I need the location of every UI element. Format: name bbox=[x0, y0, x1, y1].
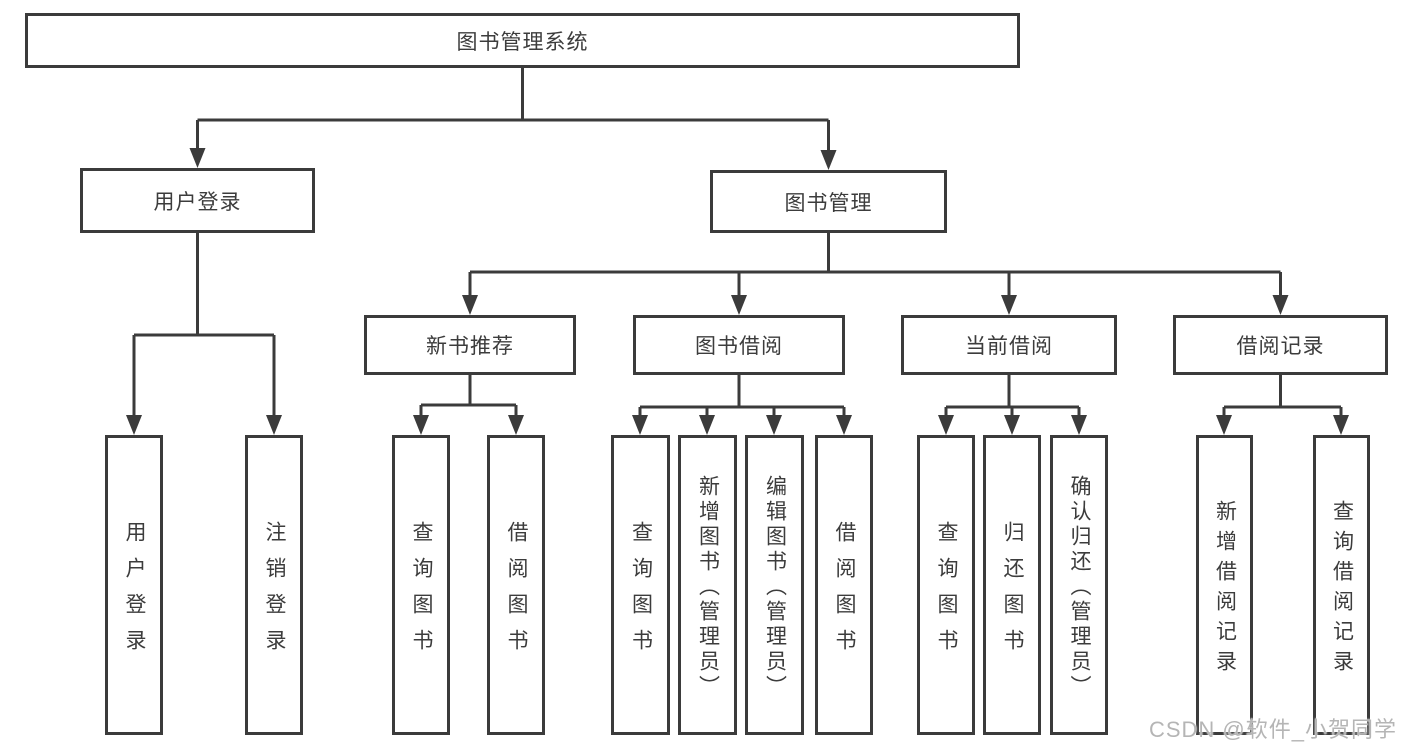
leaf-add-books-admin: 新增图书（管理员） bbox=[678, 435, 737, 735]
connector-borrow-to-leaves bbox=[632, 375, 852, 435]
csdn-watermark: CSDN @软件_小贺同学 bbox=[1148, 717, 1397, 742]
connector-userlogin-to-leaves bbox=[126, 233, 282, 435]
connector-newbook-to-leaves bbox=[413, 375, 524, 435]
leaf-logout-label: 注销登录 bbox=[263, 520, 286, 665]
leaf-confirm-return-admin-label: 确认归还（管理员） bbox=[1068, 474, 1091, 700]
leaf-add-borrow-record-label: 新增借阅记录 bbox=[1213, 499, 1237, 680]
node-book-management-label: 图书管理 bbox=[784, 191, 873, 215]
leaf-newbook-borrow-books: 借阅图书 bbox=[487, 435, 545, 735]
connector-root-to-level2 bbox=[189, 68, 837, 170]
leaf-add-books-admin-label: 新增图书（管理员） bbox=[696, 474, 720, 700]
leaf-add-borrow-record: 新增借阅记录 bbox=[1196, 435, 1253, 735]
node-borrowing-records: 借阅记录 bbox=[1173, 315, 1388, 375]
node-root: 图书管理系统 bbox=[25, 13, 1020, 68]
leaf-current-query-books-label: 查询图书 bbox=[935, 520, 958, 665]
connector-bookmgmt-to-level3 bbox=[462, 233, 1289, 315]
node-book-borrowing-label: 图书借阅 bbox=[695, 335, 783, 358]
node-root-label: 图书管理系统 bbox=[456, 30, 589, 54]
node-book-borrowing: 图书借阅 bbox=[633, 315, 845, 375]
leaf-logout: 注销登录 bbox=[245, 435, 303, 735]
leaf-borrow-query-books: 查询图书 bbox=[611, 435, 670, 735]
leaf-borrow-borrow-books-label: 借阅图书 bbox=[833, 520, 856, 665]
leaf-return-books-label: 归还图书 bbox=[1001, 520, 1024, 665]
node-current-borrowing: 当前借阅 bbox=[901, 315, 1117, 375]
leaf-query-borrow-record-label: 查询借阅记录 bbox=[1330, 499, 1354, 680]
node-new-book-recommend: 新书推荐 bbox=[364, 315, 576, 375]
node-user-login-label: 用户登录 bbox=[153, 190, 242, 214]
leaf-edit-books-admin-label: 编辑图书（管理员） bbox=[763, 474, 787, 700]
node-borrowing-records-label: 借阅记录 bbox=[1236, 335, 1325, 358]
connector-current-to-leaves bbox=[938, 375, 1087, 435]
leaf-return-books: 归还图书 bbox=[983, 435, 1041, 735]
leaf-newbook-query-books-label: 查询图书 bbox=[410, 520, 433, 665]
leaf-newbook-query-books: 查询图书 bbox=[392, 435, 450, 735]
leaf-newbook-borrow-books-label: 借阅图书 bbox=[505, 520, 528, 665]
leaf-edit-books-admin: 编辑图书（管理员） bbox=[745, 435, 804, 735]
leaf-user-login: 用户登录 bbox=[105, 435, 163, 735]
node-new-book-recommend-label: 新书推荐 bbox=[426, 335, 514, 358]
node-book-management: 图书管理 bbox=[710, 170, 947, 233]
leaf-query-borrow-record: 查询借阅记录 bbox=[1313, 435, 1370, 735]
node-user-login: 用户登录 bbox=[80, 168, 315, 233]
leaf-user-login-label: 用户登录 bbox=[123, 520, 146, 665]
connector-records-to-leaves bbox=[1216, 375, 1349, 435]
leaf-borrow-borrow-books: 借阅图书 bbox=[815, 435, 873, 735]
leaf-confirm-return-admin: 确认归还（管理员） bbox=[1050, 435, 1108, 735]
leaf-borrow-query-books-label: 查询图书 bbox=[629, 520, 653, 665]
node-current-borrowing-label: 当前借阅 bbox=[965, 335, 1053, 358]
leaf-current-query-books: 查询图书 bbox=[917, 435, 975, 735]
